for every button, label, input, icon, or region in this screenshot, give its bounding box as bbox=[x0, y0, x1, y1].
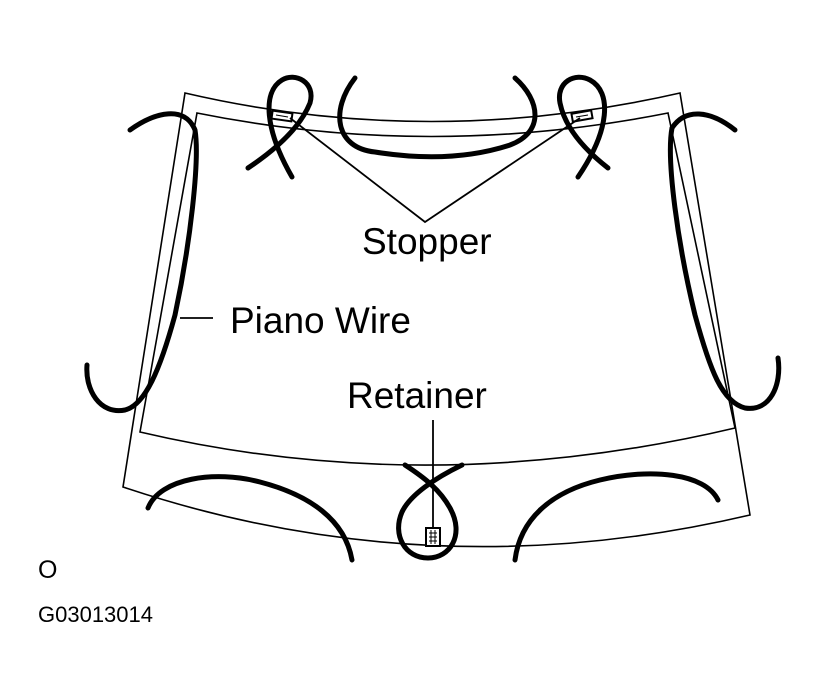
figure-code: G03013014 bbox=[38, 602, 153, 627]
piano-wire-top-left bbox=[245, 74, 314, 180]
piano-wire-top-center bbox=[337, 75, 538, 160]
stopper-right bbox=[570, 109, 594, 123]
piano-wire-left bbox=[84, 111, 199, 414]
retainer-part bbox=[425, 527, 441, 547]
windshield-outer-edge bbox=[122, 92, 751, 548]
stopper-label: Stopper bbox=[362, 221, 492, 262]
stopper-left bbox=[270, 109, 294, 123]
piano-wire-bottom-left bbox=[145, 474, 355, 563]
stopper-leader bbox=[289, 117, 581, 224]
corner-mark: O bbox=[38, 556, 57, 584]
piano-wire-right bbox=[667, 111, 782, 411]
piano-wire-top-right bbox=[557, 74, 611, 180]
piano-wire-bottom-center bbox=[396, 462, 465, 561]
windshield-inner-edge bbox=[139, 112, 736, 466]
piano-wire-label: Piano Wire bbox=[230, 300, 411, 341]
piano-wire-bottom-right bbox=[512, 471, 721, 563]
retainer-label: Retainer bbox=[347, 375, 487, 416]
